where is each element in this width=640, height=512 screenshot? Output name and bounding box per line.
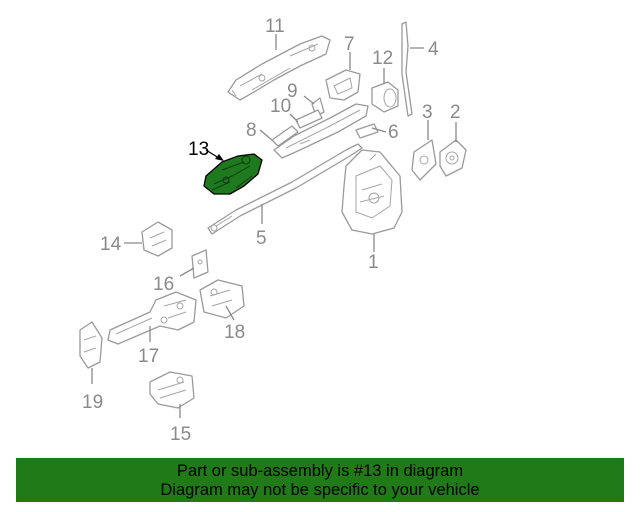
part-13-highlighted[interactable] [203,153,263,195]
callout-5: 5 [256,228,267,249]
info-banner: Part or sub-assembly is #13 in diagram D… [16,458,624,502]
callout-9: 9 [287,81,298,102]
part-11-outer-handle[interactable] [227,35,331,101]
callout-19: 19 [82,392,103,413]
part-12-lock-cylinder[interactable] [371,81,399,113]
part-18-bracket[interactable] [199,279,245,319]
part-15-lower-hinge[interactable] [149,371,195,409]
leader-8 [259,129,273,141]
banner-line-2: Diagram may not be specific to your vehi… [160,481,480,499]
callout-2: 2 [450,102,461,123]
parts-diagram: 11 7 12 4 9 10 6 8 [79,16,467,445]
callout-14: 14 [100,234,122,255]
part-4-rod[interactable] [401,21,413,117]
callout-8: 8 [246,120,257,141]
callout-17: 17 [138,346,159,367]
part-10-gasket[interactable] [295,109,323,129]
leader-16 [179,267,195,277]
part-3-striker[interactable] [411,139,437,181]
callout-3: 3 [422,102,433,123]
part-8-seal[interactable] [271,125,299,147]
banner-line-1: Part or sub-assembly is #13 in diagram [176,462,464,480]
callout-10: 10 [270,96,291,117]
callout-16: 16 [153,274,174,295]
leader-6 [371,127,387,133]
callout-6: 6 [388,122,399,143]
leader-18 [225,305,235,321]
part-2-striker-plate[interactable] [439,139,467,177]
part-1-latch[interactable] [341,149,403,235]
leader-13-arrow [215,154,224,161]
part-14-hinge[interactable] [141,221,173,257]
callout-1: 1 [368,252,379,273]
part-7-handle-bezel[interactable] [325,69,361,101]
part-5-rod[interactable] [207,143,363,235]
part-19-hinge[interactable] [79,321,103,369]
part-16-plate[interactable] [191,249,209,279]
callout-15: 15 [170,424,191,445]
callout-7: 7 [344,34,355,55]
part-17-door-check[interactable] [107,291,197,345]
callout-12: 12 [372,48,393,69]
callout-18: 18 [224,322,245,343]
leader-9 [303,95,315,105]
callout-11: 11 [265,16,285,37]
callout-4: 4 [428,39,439,60]
callout-13: 13 [188,139,209,160]
leader-10 [289,113,299,123]
